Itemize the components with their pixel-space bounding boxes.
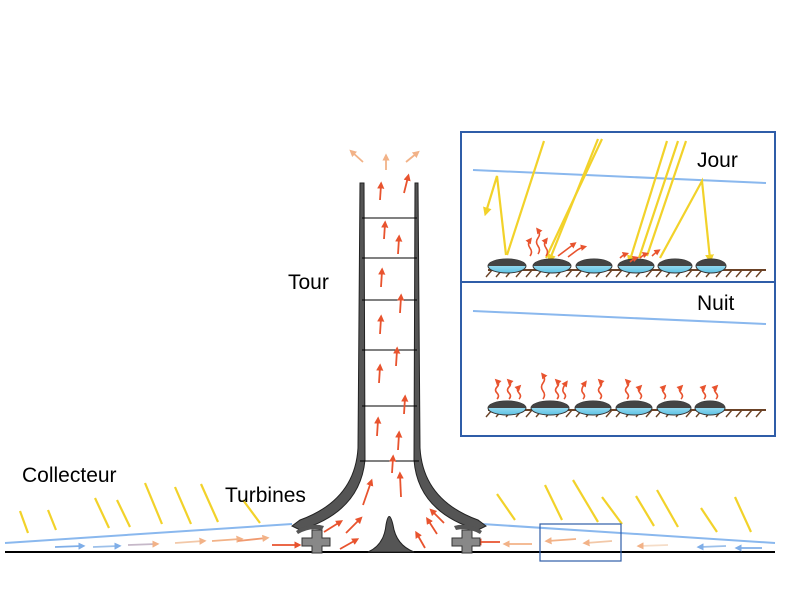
night-label: Nuit bbox=[697, 292, 735, 315]
detail-inset: Jour bbox=[460, 131, 776, 437]
central-flow-cone bbox=[367, 516, 415, 553]
turbine-icon bbox=[301, 529, 331, 554]
collector-label: Collecteur bbox=[22, 464, 117, 487]
sun-ray-icon bbox=[483, 138, 714, 265]
night-panel: Nuit bbox=[472, 292, 767, 418]
day-panel: Jour bbox=[472, 138, 767, 278]
heat-wave-icon bbox=[494, 372, 719, 400]
tower-label: Tour bbox=[288, 271, 329, 294]
heat-wave-icon bbox=[525, 227, 661, 263]
collector-roof bbox=[4, 523, 776, 544]
collector-airflow-left bbox=[54, 534, 302, 550]
turbine-shroud bbox=[296, 524, 482, 534]
tower bbox=[291, 182, 487, 531]
day-collector-roof bbox=[472, 169, 767, 184]
turbine-icon bbox=[451, 529, 481, 554]
water-tube-icon bbox=[487, 400, 726, 416]
tower-airflow bbox=[323, 173, 445, 550]
collector-sun-rays bbox=[18, 479, 753, 534]
collector-airflow-right bbox=[474, 537, 762, 552]
turbines-label: Turbines bbox=[225, 484, 306, 507]
day-label: Jour bbox=[697, 149, 738, 172]
night-collector-roof bbox=[472, 310, 767, 325]
exhaust-airflow bbox=[349, 149, 420, 170]
detail-highlight-box bbox=[539, 523, 622, 562]
